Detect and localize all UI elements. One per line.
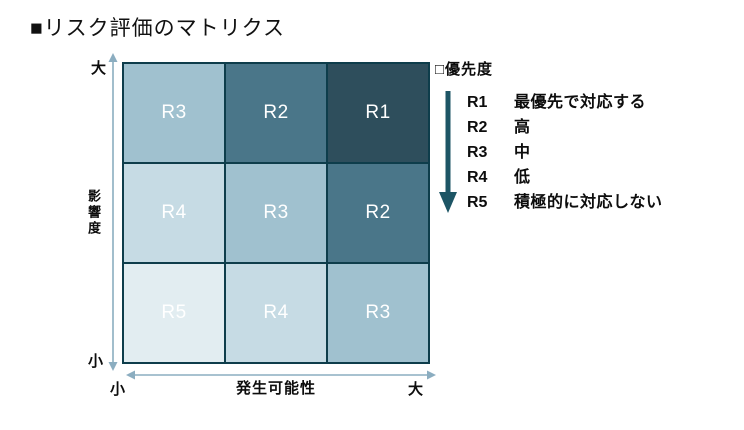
legend-item-r1: R1 最優先で対応する: [467, 90, 663, 115]
legend-item-code: R3: [467, 144, 488, 161]
x-axis-max-label: 大: [408, 381, 424, 398]
page-title: ■リスク評価のマトリクス: [30, 17, 286, 40]
legend-item-desc: 低: [514, 169, 531, 186]
matrix-cell: R3: [328, 264, 428, 362]
y-axis-arrow: [108, 53, 118, 371]
matrix-cell: R3: [226, 164, 326, 262]
legend-item-r5: R5 積極的に対応しない: [467, 190, 663, 215]
matrix-cell: R5: [124, 264, 224, 362]
legend-item-desc: 最優先で対応する: [514, 94, 647, 111]
legend-item-desc: 高: [514, 119, 531, 136]
x-axis-arrow: [126, 370, 436, 380]
legend-item-r2: R2 高: [467, 115, 663, 140]
y-axis-max-label: 大: [91, 60, 107, 77]
y-axis-title: 影響度: [86, 189, 101, 237]
matrix-cell: R4: [226, 264, 326, 362]
legend-list: R1 最優先で対応する R2 高 R3 中 R4 低 R5 積極的に対応しない: [467, 90, 663, 215]
matrix-cell: R2: [226, 64, 326, 162]
legend-item-code: R1: [467, 94, 488, 111]
matrix-cell: R3: [124, 64, 224, 162]
x-axis-min-label: 小: [110, 381, 126, 398]
priority-down-arrow-icon: [439, 91, 457, 213]
legend-header: □優先度: [435, 61, 494, 78]
y-axis-min-label: 小: [88, 353, 104, 370]
legend-item-r4: R4 低: [467, 165, 663, 190]
legend-item-code: R4: [467, 169, 488, 186]
legend-item-desc: 中: [514, 144, 531, 161]
matrix-cell: R4: [124, 164, 224, 262]
legend-item-code: R2: [467, 119, 488, 136]
matrix-cell: R2: [328, 164, 428, 262]
risk-matrix-grid: R3 R2 R1 R4 R3 R2 R5 R4 R3: [122, 62, 430, 364]
x-axis-title: 発生可能性: [235, 380, 316, 397]
legend-item-r3: R3 中: [467, 140, 663, 165]
legend-item-desc: 積極的に対応しない: [514, 194, 663, 211]
matrix-cell: R1: [328, 64, 428, 162]
legend-item-code: R5: [467, 194, 488, 211]
